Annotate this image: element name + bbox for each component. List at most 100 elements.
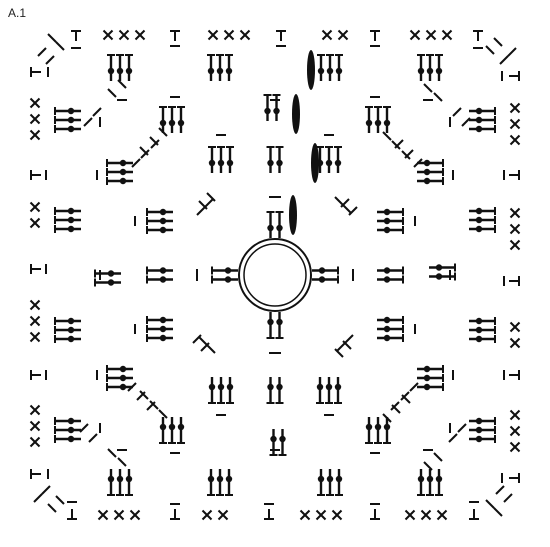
double-crochet-symbol <box>54 326 81 334</box>
double-crochet-symbol <box>146 325 173 333</box>
single-crochet-symbol <box>129 509 141 521</box>
double-crochet-symbol <box>94 269 121 278</box>
double-crochet-symbol <box>335 469 343 496</box>
double-crochet-symbol <box>469 216 496 224</box>
double-crochet-symbol <box>383 106 391 133</box>
double-crochet-symbol <box>374 417 382 444</box>
chain-symbol <box>198 200 208 210</box>
double-crochet-symbol <box>146 266 173 275</box>
double-crochet-symbol <box>417 177 444 185</box>
double-crochet-symbol <box>383 417 391 444</box>
chain-symbol <box>390 401 400 411</box>
double-crochet-symbol <box>54 417 81 425</box>
chain-symbol <box>493 507 503 517</box>
double-crochet-symbol <box>469 116 496 124</box>
slip-stitch-symbol <box>473 30 483 41</box>
double-crochet-symbol <box>272 94 281 121</box>
double-crochet-symbol <box>208 146 216 173</box>
chain-symbol <box>107 448 117 458</box>
double-crochet-symbol <box>107 54 115 81</box>
chain-symbol <box>83 117 93 127</box>
double-crochet-symbol <box>177 417 185 444</box>
double-crochet-symbol <box>469 326 496 334</box>
double-crochet-symbol <box>365 417 373 444</box>
single-crochet-symbol <box>509 337 521 349</box>
chain-symbol <box>342 204 352 214</box>
double-crochet-symbol <box>54 225 81 233</box>
diagram-label: A.1 <box>8 6 27 20</box>
double-crochet-symbol <box>426 54 434 81</box>
double-crochet-symbol <box>125 469 133 496</box>
single-crochet-symbol <box>207 29 219 41</box>
chain-symbol <box>401 150 411 160</box>
slip-stitch-symbol <box>170 30 180 41</box>
single-crochet-symbol <box>29 217 41 229</box>
double-crochet-symbol <box>207 469 215 496</box>
double-crochet-symbol <box>263 94 272 121</box>
double-crochet-symbol <box>54 107 81 115</box>
single-crochet-symbol <box>299 509 311 521</box>
double-crochet-symbol <box>94 278 121 287</box>
double-crochet-symbol <box>216 469 224 496</box>
double-crochet-symbol <box>146 334 173 342</box>
double-crochet-symbol <box>54 317 81 325</box>
double-crochet-symbol <box>377 316 404 324</box>
chain-symbol <box>131 158 141 168</box>
single-crochet-symbol <box>509 102 521 114</box>
double-crochet-symbol <box>225 469 233 496</box>
double-crochet-symbol <box>159 417 167 444</box>
double-crochet-symbol <box>469 417 496 425</box>
double-crochet-symbol <box>54 216 81 224</box>
double-crochet-symbol <box>54 125 81 133</box>
quadrant-0 <box>37 29 517 238</box>
double-crochet-symbol <box>217 377 225 404</box>
slip-stitch-symbol <box>509 276 520 286</box>
single-crochet-symbol <box>425 29 437 41</box>
magic-ring-outer <box>238 238 312 312</box>
double-crochet-symbol <box>146 316 173 324</box>
double-crochet-symbol <box>168 106 176 133</box>
chain-symbol <box>47 33 57 43</box>
double-crochet-symbol <box>325 377 333 404</box>
chain-symbol <box>334 196 344 206</box>
double-crochet-symbol <box>429 272 456 281</box>
double-crochet-symbol <box>469 225 496 233</box>
chain-symbol <box>452 107 462 117</box>
single-crochet-symbol <box>29 331 41 343</box>
double-crochet-symbol <box>269 429 278 456</box>
single-crochet-symbol <box>509 321 521 333</box>
double-crochet-symbol <box>146 275 173 284</box>
double-crochet-symbol <box>116 54 124 81</box>
chain-symbol <box>139 146 149 156</box>
chain-symbol <box>198 336 208 346</box>
double-crochet-symbol <box>159 106 167 133</box>
single-crochet-symbol <box>239 29 251 41</box>
quadrant-180 <box>33 312 513 521</box>
single-crochet-symbol <box>29 436 41 448</box>
chain-symbol <box>433 452 443 462</box>
double-crochet-symbol <box>377 226 404 234</box>
chain-symbol <box>507 47 517 57</box>
chain-symbol <box>485 499 495 509</box>
chain-symbol <box>117 79 127 89</box>
single-crochet-symbol <box>509 207 521 219</box>
chain-symbol <box>204 198 214 208</box>
chain-symbol <box>457 423 467 433</box>
quadrant-270 <box>29 33 238 513</box>
double-crochet-symbol <box>469 435 496 443</box>
double-crochet-symbol <box>417 383 444 391</box>
chain-symbol <box>493 37 503 47</box>
double-crochet-symbol <box>107 469 115 496</box>
double-crochet-symbol <box>54 207 81 215</box>
single-crochet-symbol <box>404 509 416 521</box>
bobble-symbol <box>307 50 315 90</box>
single-crochet-symbol <box>509 409 521 421</box>
chain-symbol <box>79 423 89 433</box>
chain-symbol <box>55 41 65 51</box>
double-crochet-symbol <box>278 429 287 456</box>
single-crochet-symbol <box>509 425 521 437</box>
single-crochet-symbol <box>509 223 521 235</box>
double-crochet-symbol <box>316 377 324 404</box>
chain-symbol <box>140 149 150 159</box>
